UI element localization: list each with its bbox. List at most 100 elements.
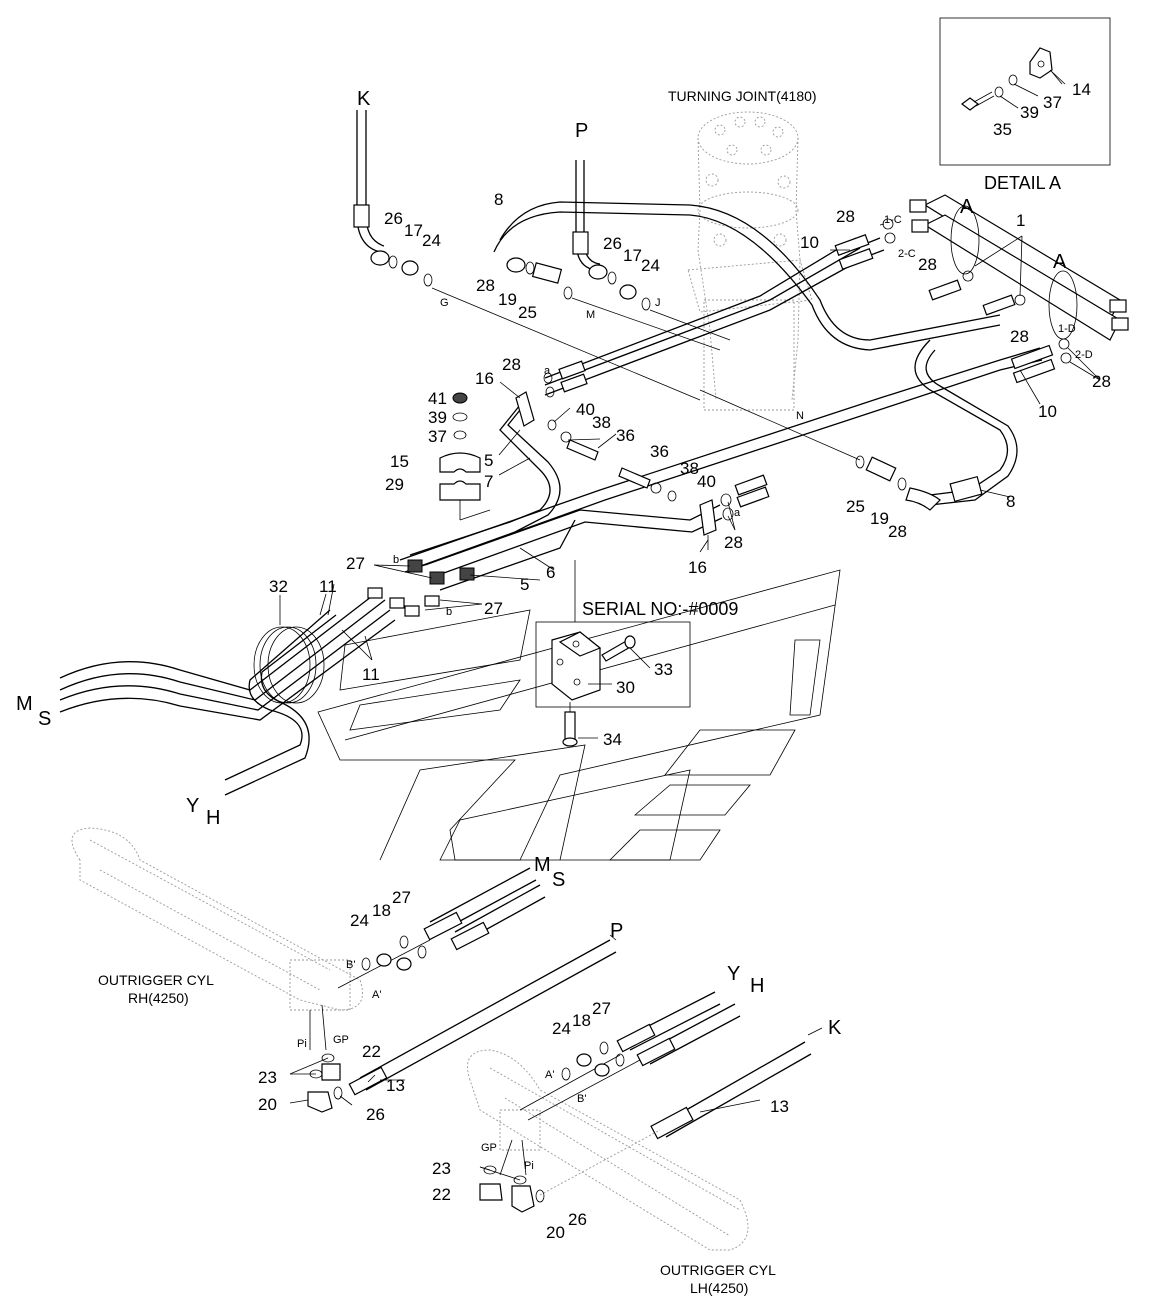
outrigger-cyl-lh-outline [467,1049,749,1251]
callout-label: GP [481,1142,497,1154]
callout-label: 34 [603,730,622,749]
callout-label: 22 [432,1185,451,1204]
callout-label: 17 [623,246,642,265]
callout-label: Y [186,795,199,817]
callout-label: 27 [484,599,503,618]
callout-label: A' [372,989,381,1001]
callout-label: 16 [475,369,494,388]
turning-joint-outline [687,111,813,411]
callout-label: 24 [641,256,660,275]
callout-label: 27 [346,554,365,573]
callout-label: 26 [366,1105,385,1124]
serial-bracket-box [535,560,691,747]
callout-label: 13 [770,1097,789,1116]
callout-label: 33 [654,660,673,679]
callout-label: H [750,975,764,997]
callout-label: 24 [350,911,369,930]
callout-label: A' [545,1069,554,1081]
callout-label: 28 [1092,372,1111,391]
small-parts-lower [307,935,625,1213]
callout-label: 23 [258,1068,277,1087]
callout-label: 1 [1016,211,1025,230]
callout-label: M [534,854,551,876]
outrigger-cyl-rh-outline [71,827,363,1051]
callout-label: N [796,410,804,422]
chassis-frame-outline [317,569,841,861]
upper-hoses [59,110,1043,796]
callout-label: 5 [520,575,529,594]
callout-label: Pi [524,1160,534,1172]
callout-label: 10 [1038,402,1057,421]
leader-lines [279,71,1101,1181]
callout-label: 20 [258,1095,277,1114]
callout-label: 16 [688,558,707,577]
outrigger-cyl-rh-label: RH(4250) [128,990,189,1006]
callout-label: Y [727,963,740,985]
callout-label: 27 [392,888,411,907]
callout-label: B' [577,1093,586,1105]
callout-label: S [38,708,51,730]
callout-label: 28 [836,207,855,226]
callout-label: 36 [650,442,669,461]
callout-label: b [446,606,452,618]
callout-label: S [552,869,565,891]
serial-no-label: SERIAL NO:-#0009 [582,599,738,619]
detail-a-box [939,17,1111,166]
callout-label: 37 [428,427,447,446]
callout-label: 20 [546,1223,565,1242]
callout-label: a [734,507,741,519]
callout-label: 19 [498,290,517,309]
callout-label: M [586,309,595,321]
outrigger-cyl-lh-label: LH(4250) [690,1280,748,1296]
callout-label: 7 [484,472,493,491]
callout-label: K [828,1017,842,1039]
callout-label: 40 [697,472,716,491]
callout-label: K [357,88,371,110]
callout-label: 8 [1006,492,1015,511]
callout-label: 2-D [1075,349,1093,361]
callout-label: 28 [476,276,495,295]
callout-label: 24 [422,231,441,250]
callout-label: 1-D [1058,323,1076,335]
callout-label: 26 [568,1210,587,1229]
callout-label: 38 [680,459,699,478]
callout-label: 24 [552,1019,571,1038]
callout-label: 5 [484,451,493,470]
callout-label: 28 [502,355,521,374]
callout-label: 27 [592,999,611,1018]
callout-label: A [1053,251,1067,273]
callout-label: 13 [386,1076,405,1095]
callout-label: 26 [603,234,622,253]
callout-label: 26 [384,209,403,228]
callout-label: b [393,554,399,566]
callout-label: 18 [372,901,391,920]
callout-label: 10 [800,233,819,252]
callout-label: 35 [993,120,1012,139]
callout-label: 28 [1010,327,1029,346]
lower-hoses [337,867,812,1196]
callout-label: 38 [592,413,611,432]
detail-a-title: DETAIL A [984,173,1061,193]
callout-labels: TURNING JOINT(4180) DETAIL A SERIAL NO:-… [98,88,1061,1296]
callout-label: 2-C [898,248,916,260]
callout-label: 1-C [884,214,902,226]
callout-label: 23 [432,1159,451,1178]
callout-label: 37 [1043,93,1062,112]
callout-label: 19 [870,509,889,528]
callout-label: B' [346,959,355,971]
callout-label: 15 [390,452,409,471]
callout-label: 11 [319,577,337,596]
outrigger-cyl-rh-label: OUTRIGGER CYL [98,972,214,988]
callout-label: 25 [518,303,537,322]
callout-label: a [544,365,551,377]
callout-label: P [575,120,588,142]
callout-label: J [655,297,661,309]
callout-label: GP [333,1034,349,1046]
callout-label: 36 [616,426,635,445]
callout-label: 6 [546,563,555,582]
callout-label: 29 [385,475,404,494]
turning-joint-title: TURNING JOINT(4180) [668,88,817,104]
callout-label: 18 [572,1011,591,1030]
